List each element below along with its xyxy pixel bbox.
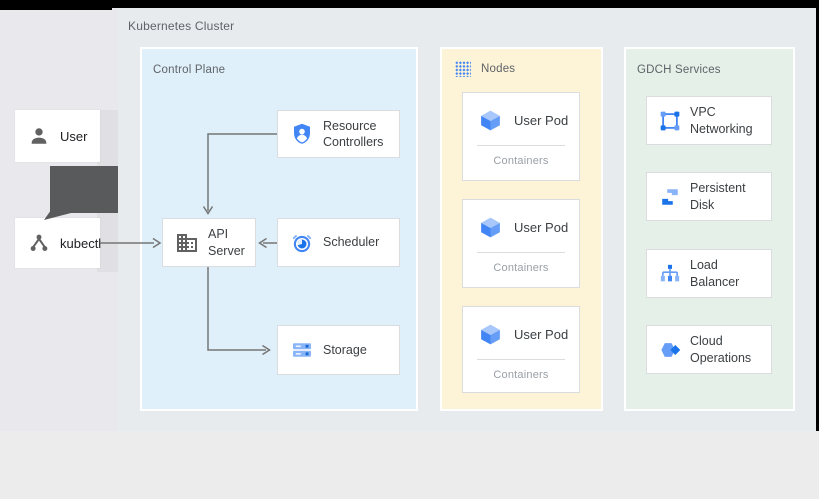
pod-divider (477, 252, 565, 253)
containers-label: Containers (493, 369, 549, 381)
cube-icon (481, 217, 500, 238)
containers-label: Containers (493, 262, 549, 274)
storage-label: Storage (323, 342, 367, 357)
nodes-label-row: Nodes (455, 61, 515, 77)
cloud-operations-label: Cloud Operations (690, 334, 752, 365)
load-balancer-box: Load Balancer (646, 249, 772, 298)
user-pod-box-1: User Pod Containers (462, 92, 580, 181)
api-server-label: API Server (208, 227, 245, 258)
gdch-services-label: GDCH Services (637, 64, 721, 76)
alarm-clock-icon (292, 234, 312, 252)
user-pod-box-3: User Pod Containers (462, 306, 580, 393)
persistent-disk-icon (662, 188, 678, 205)
user-pod-label: User Pod (514, 327, 569, 342)
storage-box: Storage (277, 325, 400, 375)
shield-person-icon (294, 123, 310, 144)
vpc-network-icon (660, 111, 680, 130)
cube-icon (481, 324, 500, 345)
cloud-operations-icon (661, 342, 681, 357)
dot-grid-icon (455, 61, 471, 77)
user-label: User (60, 128, 88, 144)
top-black-edge (0, 0, 819, 8)
user-pod-label: User Pod (514, 220, 569, 235)
pod-divider (477, 359, 565, 360)
containers-label: Containers (493, 155, 549, 167)
vpc-networking-box: VPC Networking (646, 96, 772, 145)
persistent-disk-label: Persistent Disk (690, 181, 746, 212)
load-balancer-icon (660, 264, 680, 281)
resource-controllers-label: Resource Controllers (323, 118, 384, 149)
pod-divider (477, 145, 565, 146)
user-pod-label: User Pod (514, 113, 569, 128)
bottom-background-strip (0, 431, 819, 499)
control-plane-label: Control Plane (153, 64, 226, 76)
kubectl-label: kubectl (60, 235, 102, 251)
vpc-networking-label: VPC Networking (690, 105, 753, 136)
kubernetes-cluster-label: Kubernetes Cluster (128, 19, 235, 33)
api-server-box: API Server (162, 218, 256, 267)
cube-icon (481, 110, 500, 131)
persistent-disk-box: Persistent Disk (646, 172, 772, 221)
right-black-edge (816, 0, 819, 431)
nodes-label: Nodes (481, 63, 516, 75)
load-balancer-label: Load Balancer (690, 258, 740, 289)
building-icon (177, 233, 197, 252)
resource-controllers-box: Resource Controllers (277, 110, 400, 158)
scheduler-box: Scheduler (277, 218, 400, 267)
node-graph-icon (30, 234, 48, 251)
kubectl-box: kubectl (15, 218, 102, 268)
user-box: User (15, 110, 100, 162)
person-icon (31, 128, 47, 144)
top-left-black-edge (0, 0, 112, 10)
cloud-operations-box: Cloud Operations (646, 325, 772, 374)
storage-stack-icon (293, 343, 311, 357)
scheduler-label: Scheduler (323, 235, 380, 250)
user-pod-box-2: User Pod Containers (462, 199, 580, 288)
